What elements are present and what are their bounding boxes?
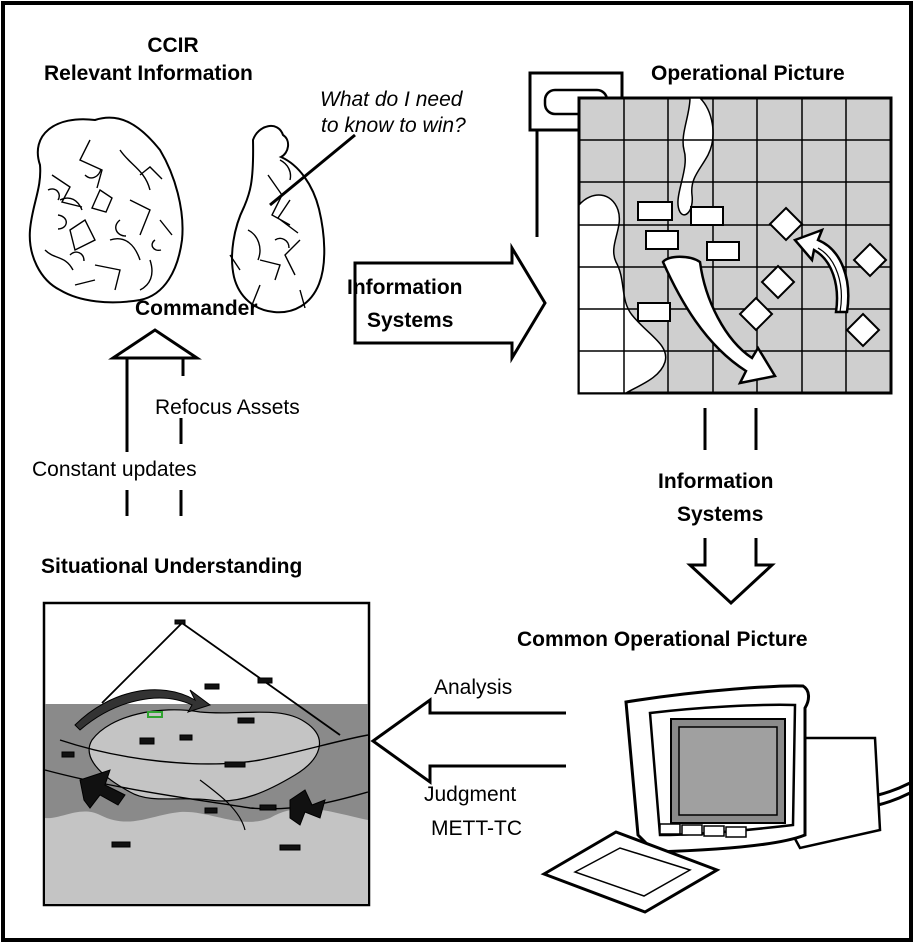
constant-updates-label: Constant updates: [32, 458, 197, 481]
information-systems-arrow: [353, 242, 547, 364]
common-operational-picture-label: Common Operational Picture: [517, 628, 808, 651]
situational-understanding-map: [42, 601, 371, 907]
operational-picture-label: Operational Picture: [651, 62, 845, 85]
commander-up-arrow: [108, 328, 202, 516]
information-systems-down-arrow: [686, 408, 776, 606]
mett-tc-label: METT-TC: [431, 817, 522, 840]
information-systems-right-line-2: Systems: [677, 503, 764, 526]
operational-picture-map: [577, 96, 893, 395]
information-systems-top-line-1: Information: [347, 276, 463, 299]
analysis-label: Analysis: [434, 676, 513, 699]
judgment-label: Judgment: [424, 783, 517, 806]
refocus-assets-label: Refocus Assets: [155, 396, 300, 419]
ccir-subtitle: Relevant Information: [44, 62, 253, 85]
information-systems-top-line-2: Systems: [367, 309, 454, 332]
commander-label: Commander: [135, 297, 258, 320]
analysis-judgment-arrows: [370, 697, 566, 785]
ccir-title: CCIR: [147, 34, 199, 57]
question-line-1: What do I need: [320, 88, 463, 111]
information-systems-right-line-1: Information: [658, 470, 774, 493]
situational-understanding-label: Situational Understanding: [41, 555, 303, 578]
commander-soldiers-illustration: [28, 116, 356, 314]
computer-workstation-icon: [540, 684, 911, 914]
question-line-2: to know to win?: [321, 114, 466, 137]
